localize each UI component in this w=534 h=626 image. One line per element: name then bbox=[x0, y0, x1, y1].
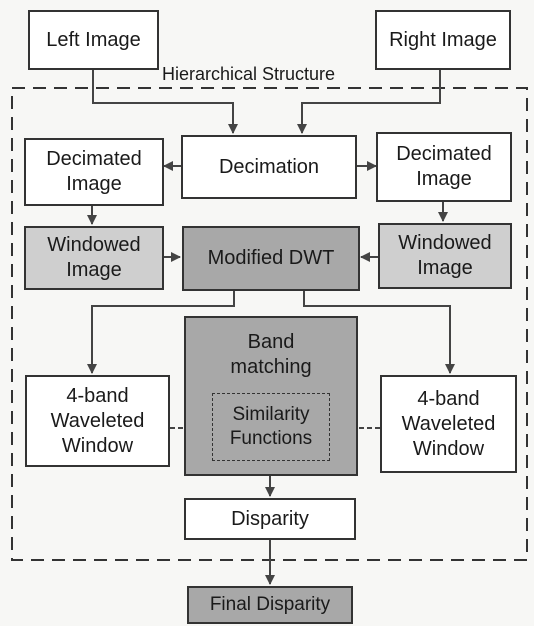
decimated-image-left-box: Decimated Image bbox=[24, 138, 164, 206]
right-image-box: Right Image bbox=[375, 10, 511, 70]
similarity-functions-box: Similarity Functions bbox=[212, 393, 330, 461]
decimated-image-right-box: Decimated Image bbox=[376, 132, 512, 202]
waveleted-window-left-box: 4-band Waveleted Window bbox=[25, 375, 170, 467]
final-disparity-box: Final Disparity bbox=[187, 586, 353, 624]
arrow-dwt-to-waveleted-left bbox=[87, 291, 235, 374]
modified-dwt-box: Modified DWT bbox=[182, 226, 360, 291]
left-image-box: Left Image bbox=[28, 10, 159, 70]
band-matching-label: Band matching bbox=[230, 331, 312, 378]
disparity-box: Disparity bbox=[184, 498, 356, 540]
arrow-left-image-to-decimation bbox=[92, 70, 238, 134]
decimation-box: Decimation bbox=[181, 135, 357, 199]
arrow-right-image-to-decimation bbox=[297, 70, 441, 134]
hierarchical-structure-label: Hierarchical Structure bbox=[158, 64, 340, 85]
windowed-image-right-box: Windowed Image bbox=[378, 223, 512, 289]
waveleted-window-right-box: 4-band Waveleted Window bbox=[380, 375, 517, 473]
windowed-image-left-box: Windowed Image bbox=[24, 226, 164, 290]
arrow-dwt-to-waveleted-right bbox=[303, 291, 455, 374]
